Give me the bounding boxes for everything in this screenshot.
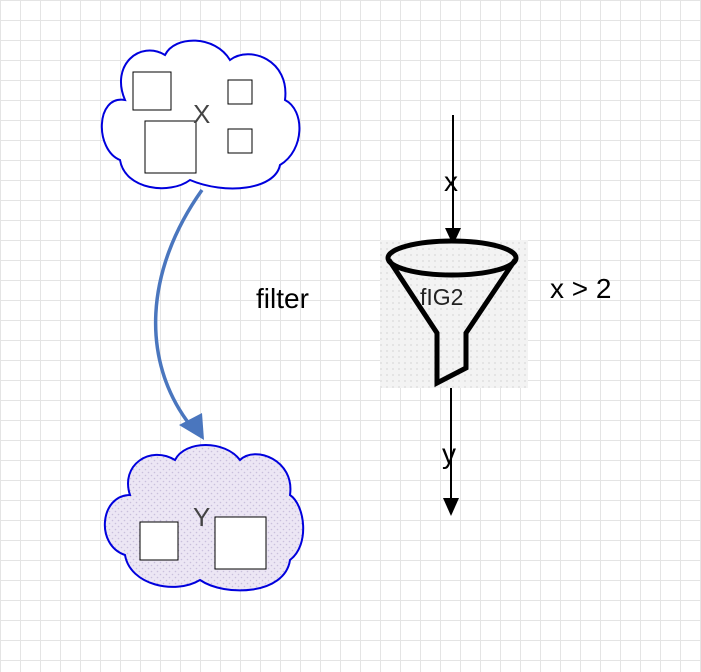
element-box-y1 — [139, 521, 179, 561]
output-label: y — [442, 438, 456, 469]
output-arrowhead — [443, 498, 459, 516]
element-box-x3 — [227, 79, 253, 105]
element-box-x4 — [227, 128, 253, 154]
funnel-icon — [385, 238, 519, 388]
filter-edge-arrowhead — [179, 413, 204, 440]
set-x-label: X — [193, 99, 211, 129]
set-y-label: Y — [193, 502, 211, 532]
input-label: x — [444, 166, 458, 197]
element-box-x2 — [144, 120, 197, 174]
filter-edge-arrow — [153, 188, 204, 427]
edge-label: filter — [256, 283, 309, 314]
condition-label: x > 2 — [550, 273, 612, 304]
element-box-x1 — [132, 71, 172, 111]
input-arrowhead — [445, 228, 461, 245]
filter-label: fIG2 — [420, 284, 464, 310]
element-box-y2 — [214, 516, 267, 570]
funnel-background — [380, 240, 528, 388]
